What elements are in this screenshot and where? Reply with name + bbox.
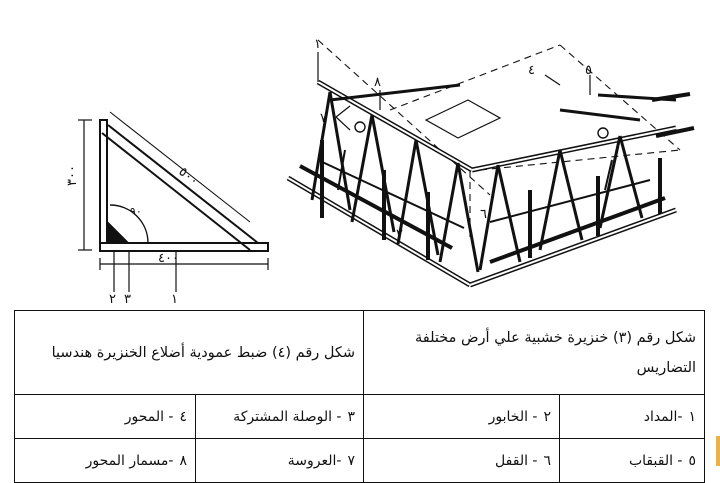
figure-3-batter-board-frame — [286, 39, 695, 288]
legend-number: ٣ — [347, 408, 356, 425]
angle-label: ٩٠ — [130, 205, 142, 218]
legend-item: ٧ -العروسة — [195, 438, 365, 483]
figure4-callout-2: ٢ — [109, 292, 116, 307]
figure3-callout-2: ٢ — [396, 227, 403, 242]
legend-item: ٢ - الخابور — [363, 394, 561, 439]
legend-label: - الوصلة المشتركة — [233, 408, 342, 425]
figure4-callout-3: ٣ — [124, 292, 131, 307]
legend-item: ٣ - الوصلة المشتركة — [195, 394, 365, 439]
figure3-callout-7: ٧ — [320, 111, 327, 126]
figure3-callout-5: ٥ — [585, 63, 592, 78]
figure3-caption: شكل رقم (٣) خنزيرة خشبية علي أرض مختلفة … — [363, 310, 706, 395]
legend-label: -مسمار المحور — [85, 452, 174, 469]
legend-number: ٤ — [179, 408, 188, 425]
figure4-caption: شكل رقم (٤) ضبط عمودية أضلاع الخنزيرة هن… — [13, 310, 365, 395]
figure-4-right-angle-diagram — [78, 111, 269, 292]
height-dimension-label: ٣٠٠ — [65, 165, 80, 186]
legend-number: ٢ — [543, 408, 552, 425]
base-dimension-label: ٤٠٠ — [158, 251, 179, 266]
legend-label: - القفل — [495, 452, 538, 469]
legend-item: ٦ - القفل — [363, 438, 561, 483]
legend-number: ٥ — [688, 452, 697, 469]
legend-number: ١ — [688, 408, 697, 425]
figure3-callout-1: ١ — [314, 37, 321, 52]
legend-number: ٧ — [347, 452, 356, 469]
figure3-callout-8: ٨ — [374, 75, 381, 90]
figure3-callout-4: ٤ — [528, 63, 535, 78]
figure4-callout-1: ١ — [171, 292, 178, 307]
legend-number: ٨ — [179, 452, 188, 469]
legend-item: ٨ -مسمار المحور — [13, 438, 197, 483]
legend-label: - الخابور — [488, 408, 538, 425]
legend-item: ١ -المداد — [559, 394, 706, 439]
legend-label: -العروسة — [287, 452, 342, 469]
edge-accent-strip — [716, 436, 720, 466]
legend-number: ٦ — [543, 452, 552, 469]
legend-label: - القبقاب — [628, 452, 683, 469]
legend-item: ٤ - المحور — [13, 394, 197, 439]
figure3-callout-6: ٦ — [480, 207, 487, 222]
legend-label: -المداد — [643, 408, 683, 425]
legend-label: - المحور — [124, 408, 174, 425]
hypotenuse-dimension-label: ٥٠٠ — [176, 164, 202, 189]
legend-table: شكل رقم (٣) خنزيرة خشبية علي أرض مختلفة … — [13, 310, 706, 483]
legend-item: ٥ - القبقاب — [559, 438, 706, 483]
technical-drawing: ٣٠٠ ٥٠٠ ٩٠ ٤٠٠ ٢ ٣ ١ — [65, 37, 695, 307]
